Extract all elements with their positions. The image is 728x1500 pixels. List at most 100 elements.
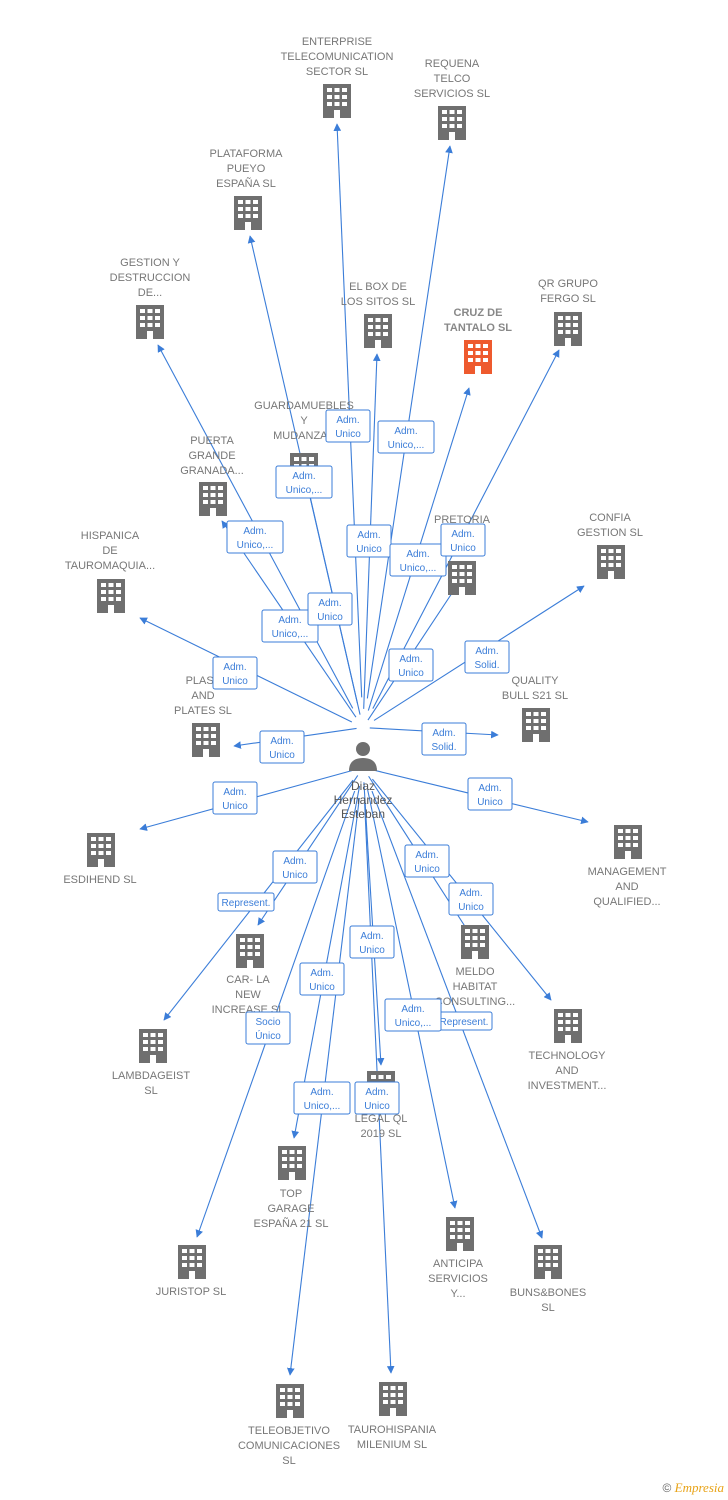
company-node-gestion[interactable]: GESTION YDESTRUCCIONDE...	[110, 257, 191, 339]
company-name-line: HABITAT	[453, 981, 498, 993]
edge-role-text: Unico	[222, 676, 248, 687]
edge-role-label[interactable]: Adm.Unico,...	[389, 543, 447, 577]
edge-role-text: Unico,...	[395, 1018, 432, 1029]
company-name-line: LAMBDAGEIST	[112, 1070, 191, 1082]
building-icon	[323, 84, 351, 118]
edge-role-label[interactable]: Adm.Unico	[212, 656, 258, 690]
building-icon	[97, 579, 125, 613]
company-node-pretoria[interactable]: PRETORIA	[434, 514, 491, 595]
building-icon	[597, 545, 625, 579]
company-name-line: SL	[541, 1302, 554, 1314]
edge-role-text: Adm.	[243, 526, 266, 537]
building-icon	[199, 482, 227, 516]
company-name-line: TANTALO SL	[444, 322, 512, 334]
company-node-qrgrupo[interactable]: QR GRUPO FERGO SL	[538, 278, 598, 346]
edge-role-text: Adm.	[365, 1087, 388, 1098]
edge-role-label[interactable]: Adm.Unico	[299, 962, 345, 996]
edge-role-text: Adm.	[478, 783, 501, 794]
company-name-line: SERVICIOS SL	[414, 88, 490, 100]
company-name-line: TAUROMAQUIA...	[65, 560, 155, 572]
edge-role-text: Unico	[317, 612, 343, 623]
edge-role-text: Adm.	[406, 549, 429, 560]
company-node-anticipa[interactable]: ANTICIPASERVICIOSY...	[428, 1217, 488, 1300]
company-name-line: CONFIA	[589, 512, 631, 524]
edge-role-label[interactable]: Adm.Unico	[307, 592, 353, 626]
edge-role-label[interactable]: Adm.Unico	[259, 730, 305, 764]
edge-role-label[interactable]: Adm.Unico	[467, 777, 513, 811]
edge-role-label[interactable]: Adm.Unico,...	[261, 609, 319, 643]
company-node-puerta[interactable]: PUERTAGRANDEGRANADA...	[180, 435, 244, 516]
edge-role-label[interactable]: Adm.Solid.	[464, 640, 510, 674]
edge-role-text: Adm.	[336, 415, 359, 426]
company-node-confia[interactable]: CONFIA GESTION SL	[577, 512, 643, 579]
edge-role-label[interactable]: Adm.Unico,...	[384, 998, 442, 1032]
edge-role-text: Unico	[364, 1101, 390, 1112]
edge-carla	[257, 775, 359, 926]
company-node-meldo[interactable]: MELDOHABITATCONSULTING...	[435, 925, 515, 1008]
company-name-line: DE...	[138, 287, 162, 299]
edge-role-label[interactable]: Adm.Unico	[404, 844, 450, 878]
edge-role-label[interactable]: Adm.Unico	[448, 882, 494, 916]
edge-role-label[interactable]: Adm.Unico	[349, 925, 395, 959]
company-node-esdihend[interactable]: ESDIHEND SL	[63, 833, 137, 886]
edge-role-text: Adm.	[223, 787, 246, 798]
company-name-line: GESTION SL	[577, 527, 643, 539]
edge-role-label[interactable]: Adm.Unico,...	[275, 465, 333, 499]
company-name-line: PUERTA	[190, 435, 234, 447]
company-node-hispanica[interactable]: HISPANICADETAUROMAQUIA...	[65, 530, 155, 613]
company-node-juristop[interactable]: JURISTOP SL	[156, 1245, 227, 1298]
edge-role-label[interactable]: Adm.Solid.	[421, 722, 467, 756]
edge-role-text: Adm.	[459, 888, 482, 899]
company-name-line: QR GRUPO	[538, 278, 598, 290]
company-name-line: ENTERPRISE	[302, 36, 372, 48]
edge-role-label[interactable]: Adm.Unico	[440, 523, 486, 557]
building-icon	[192, 723, 220, 757]
edge-role-text: Adm.	[394, 426, 417, 437]
edge-role-label[interactable]: Adm.Unico,...	[293, 1081, 351, 1115]
company-node-technology[interactable]: TECHNOLOGYANDINVESTMENT...	[528, 1009, 607, 1092]
edge-role-label[interactable]: Adm.Unico	[388, 648, 434, 682]
edge-role-label[interactable]: Adm.Unico,...	[226, 520, 284, 554]
edge-role-label[interactable]: Adm.Unico,...	[377, 420, 435, 454]
edge-role-text: Adm.	[451, 529, 474, 540]
company-name-line: FERGO SL	[540, 293, 596, 305]
edge-role-text: Unico	[309, 982, 335, 993]
company-name-line: ESDIHEND SL	[63, 874, 136, 886]
company-name-line: AND	[555, 1065, 578, 1077]
edge-role-label[interactable]: Adm.Unico	[325, 409, 371, 443]
edge-role-label[interactable]: Represent.	[435, 1011, 493, 1031]
company-name-line: GESTION Y	[120, 257, 180, 269]
edge-role-label[interactable]: Adm. Unico	[354, 1081, 400, 1115]
edge-role-label[interactable]: Adm.Unico	[272, 850, 318, 884]
edge-role-label[interactable]: Represent.	[217, 892, 275, 912]
company-name-line: MANAGEMENT	[588, 866, 667, 878]
edge-role-label[interactable]: Adm.Unico	[346, 524, 392, 558]
footer-brand[interactable]: © Empresia	[662, 1480, 724, 1496]
building-icon	[276, 1384, 304, 1418]
company-node-management[interactable]: MANAGEMENTANDQUALIFIED...	[588, 825, 667, 908]
company-name-line: ESPAÑA 21 SL	[253, 1217, 328, 1230]
edge-role-label[interactable]: Adm.Unico	[212, 781, 258, 815]
person-name-line: Diaz	[351, 779, 375, 793]
building-icon	[139, 1029, 167, 1063]
building-icon	[379, 1382, 407, 1416]
company-name-line: LOS SITOS SL	[341, 296, 415, 308]
